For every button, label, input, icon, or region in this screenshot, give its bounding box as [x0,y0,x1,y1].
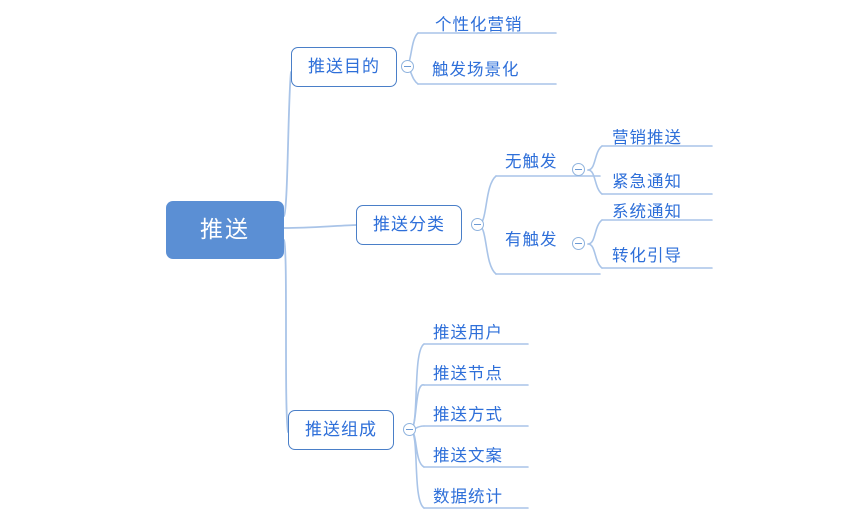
root-node[interactable]: 推送 [166,201,284,259]
collapse-minus-icon-push-purpose[interactable] [401,60,414,73]
leaf-node-urgent-notice[interactable]: 紧急通知 [612,172,682,191]
root-node-label: 推送 [200,216,250,243]
branch-node-label: 推送分类 [373,214,445,235]
leaf-node-push-copy[interactable]: 推送文案 [433,446,503,465]
branch-node-push-category[interactable]: 推送分类 [356,205,462,245]
group-node-no-trigger[interactable]: 无触发 [505,152,558,171]
collapse-minus-icon-push-composition[interactable] [403,423,416,436]
leaf-node-system-notice[interactable]: 系统通知 [612,202,682,221]
leaf-node-data-statistics[interactable]: 数据统计 [433,487,503,506]
collapse-minus-icon-has-trigger[interactable] [572,237,585,250]
branch-node-push-composition[interactable]: 推送组成 [288,410,394,450]
branch-node-label: 推送目的 [308,56,380,77]
group-node-has-trigger[interactable]: 有触发 [505,230,558,249]
branch-node-push-purpose[interactable]: 推送目的 [291,47,397,87]
collapse-minus-icon-no-trigger[interactable] [572,163,585,176]
leaf-node-push-node[interactable]: 推送节点 [433,364,503,383]
collapse-minus-icon-push-category[interactable] [471,218,484,231]
branch-node-label: 推送组成 [305,419,377,440]
leaf-node-marketing-push[interactable]: 营销推送 [612,128,682,147]
leaf-node-push-user[interactable]: 推送用户 [433,323,503,342]
leaf-node-push-method[interactable]: 推送方式 [433,405,503,424]
leaf-node-conversion-guide[interactable]: 转化引导 [612,246,682,265]
leaf-node-triggered-scenario[interactable]: 触发场景化 [432,60,520,79]
leaf-node-personalized-marketing[interactable]: 个性化营销 [435,15,523,34]
